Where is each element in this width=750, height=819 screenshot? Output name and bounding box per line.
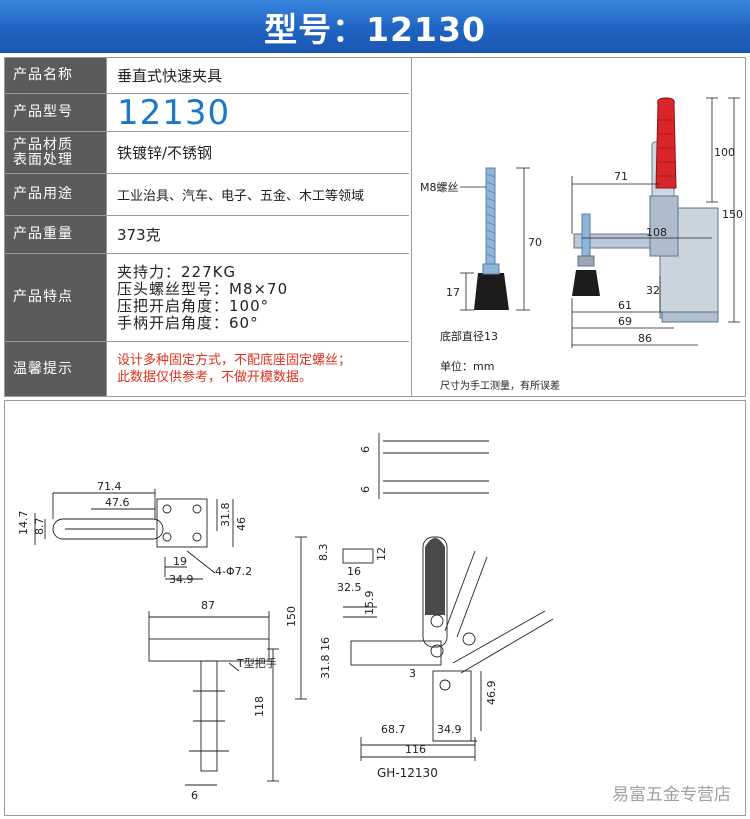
- feature-list: 夹持力：227KG 压头螺丝型号：M8×70 压把开启角度：100° 手柄开启角…: [107, 254, 409, 341]
- base-diameter: 底部直径13: [440, 329, 498, 343]
- spec-row-weight: 产品重量 373克: [5, 216, 409, 254]
- dim-6-top-a: 6: [359, 446, 372, 453]
- unit-label: 单位：mm: [440, 360, 495, 373]
- dim-118: 118: [253, 696, 266, 717]
- dim-108: 108: [646, 226, 667, 239]
- spec-label: 产品重量: [5, 216, 107, 253]
- dim-34-9: 34.9: [169, 573, 194, 586]
- product-photo-illustration: M8螺丝 70 17 底部直径13: [420, 97, 743, 348]
- dim-70: 70: [528, 236, 542, 249]
- product-photo-panel: M8螺丝 70 17 底部直径13: [411, 58, 745, 396]
- dim-12: 12: [375, 547, 388, 561]
- feature-item: 夹持力：227KG: [117, 262, 237, 281]
- dim-71: 71: [614, 170, 628, 183]
- dim-32-5: 32.5: [337, 581, 362, 594]
- dim-3: 3: [409, 667, 416, 680]
- spec-row-name: 产品名称 垂直式快速夹具: [5, 58, 409, 94]
- spec-value: 铁镀锌/不锈钢: [117, 144, 213, 162]
- measure-note: 尺寸为手工测量，有所误差: [440, 381, 560, 392]
- spec-row-tips: 温馨提示 设计多种固定方式，不配底座固定螺丝； 此数据仅供参考，不做开模数据。: [5, 342, 409, 396]
- spec-label: 产品特点: [5, 254, 107, 341]
- header-banner: 型号：12130: [0, 0, 750, 53]
- tip-line: 设计多种固定方式，不配底座固定螺丝；: [117, 353, 352, 368]
- tip-line: 此数据仅供参考，不做开模数据。: [117, 370, 313, 385]
- technical-drawing: 71.4 47.6 14.7 8.7 31.8 46 19 34.9 4-Φ7.…: [4, 400, 746, 816]
- feature-item: 压把开启角度：100°: [117, 296, 270, 315]
- spec-value: 垂直式快速夹具: [117, 67, 223, 85]
- spec-label: 产品型号: [5, 94, 107, 131]
- dim-15-9: 15.9: [363, 591, 376, 616]
- spec-row-features: 产品特点 夹持力：227KG 压头螺丝型号：M8×70 压把开启角度：100° …: [5, 254, 409, 342]
- dim-68-7: 68.7: [381, 723, 406, 736]
- dim-100: 100: [714, 146, 735, 159]
- dim-69: 69: [618, 315, 632, 328]
- dim-150-side: 150: [285, 606, 298, 627]
- spec-value: 373克: [117, 226, 161, 244]
- dim-47-6: 47.6: [105, 496, 130, 509]
- hole-spec: 4-Φ7.2: [215, 565, 252, 578]
- spec-label-line: 产品材质: [13, 136, 73, 153]
- spec-row-material: 产品材质 表面处理 铁镀锌/不锈钢: [5, 132, 409, 174]
- spec-value: 工业治具、汽车、电子、五金、木工等领域: [117, 189, 365, 204]
- spec-label-line: 表面处理: [13, 151, 73, 168]
- bolt-label: M8螺丝: [420, 181, 459, 194]
- spec-section: 产品名称 垂直式快速夹具 产品型号 12130 产品材质 表面处理 铁镀锌/不锈…: [4, 57, 746, 397]
- page-title: 型号：12130: [264, 9, 486, 49]
- feature-item: 手柄开启角度：60°: [117, 313, 259, 332]
- dim-6-bottom: 6: [191, 789, 198, 802]
- dim-116: 116: [405, 743, 426, 756]
- dim-16: 16: [347, 565, 361, 578]
- model-number: 12130: [117, 92, 231, 133]
- drawing-svg: 71.4 47.6 14.7 8.7 31.8 46 19 34.9 4-Φ7.…: [17, 433, 554, 802]
- bolt-illustration: [474, 167, 509, 310]
- dim-17: 17: [446, 286, 460, 299]
- t-handle-label: T型把手: [236, 656, 277, 670]
- dim-8-3: 8.3: [317, 544, 330, 562]
- dim-46-9: 46.9: [485, 681, 498, 706]
- dim-31-8: 31.8: [219, 503, 232, 528]
- dim-71-4: 71.4: [97, 480, 122, 493]
- spec-row-usage: 产品用途 工业治具、汽车、电子、五金、木工等领域: [5, 174, 409, 216]
- spec-label: 产品材质 表面处理: [5, 132, 107, 173]
- dim-14-7: 14.7: [17, 511, 30, 536]
- dim-6-top-b: 6: [359, 486, 372, 493]
- unit-note: 单位：mm 尺寸为手工测量，有所误差: [440, 358, 560, 395]
- spec-label: 产品用途: [5, 174, 107, 215]
- dim-61: 61: [618, 299, 632, 312]
- dim-87: 87: [201, 599, 215, 612]
- dim-8-7: 8.7: [33, 518, 46, 536]
- dim-150: 150: [722, 208, 743, 221]
- spec-table: 产品名称 垂直式快速夹具 产品型号 12130 产品材质 表面处理 铁镀锌/不锈…: [5, 58, 409, 396]
- spec-label: 温馨提示: [5, 342, 107, 396]
- spec-label: 产品名称: [5, 58, 107, 93]
- dim-46: 46: [235, 517, 248, 531]
- dim-86: 86: [638, 332, 652, 345]
- drawing-model-label: GH-12130: [377, 766, 438, 780]
- shop-watermark: 易富五金专营店: [612, 785, 731, 805]
- dim-34-9-side: 34.9: [437, 723, 462, 736]
- dim-32: 32: [646, 284, 660, 297]
- dim-31-8-16: 31.8 16: [319, 637, 332, 679]
- feature-item: 压头螺丝型号：M8×70: [117, 279, 289, 298]
- clamp-illustration: [572, 97, 719, 323]
- tips-text: 设计多种固定方式，不配底座固定螺丝； 此数据仅供参考，不做开模数据。: [107, 342, 409, 396]
- spec-row-model: 产品型号 12130: [5, 92, 409, 133]
- dim-19: 19: [173, 555, 187, 568]
